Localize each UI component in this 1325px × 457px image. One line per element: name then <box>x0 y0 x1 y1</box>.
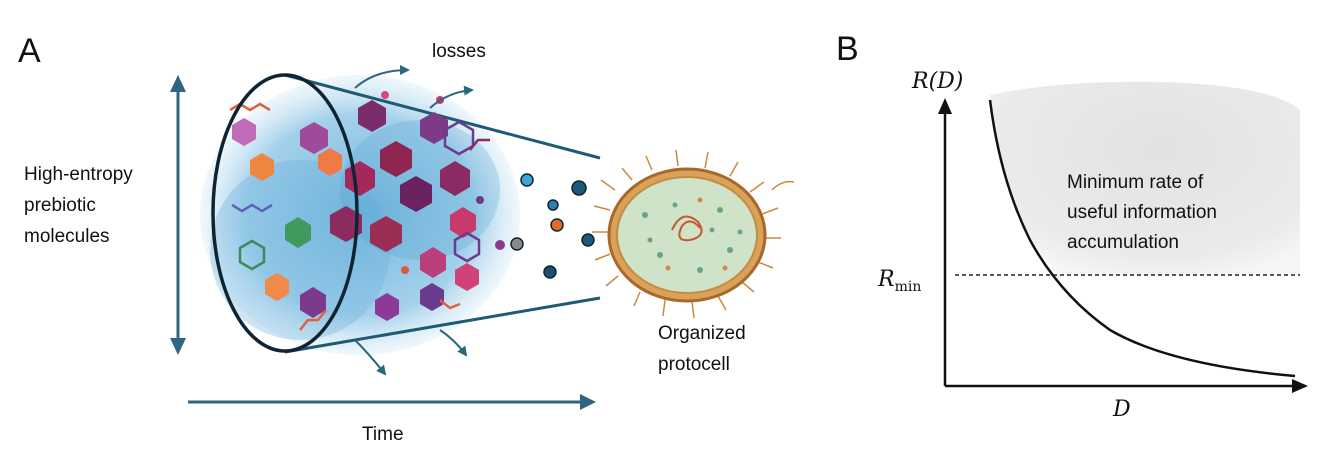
time-label: Time <box>362 424 404 445</box>
rate-distortion-curve <box>988 99 1296 378</box>
molecule-hexagon-icon <box>265 273 289 301</box>
molecule-hexagon-icon <box>420 247 446 278</box>
loss-arrow-icon <box>429 85 474 109</box>
molecule-hexagon-icon <box>420 112 448 144</box>
y-axis-label: R(D) <box>911 69 963 94</box>
loss-arrow-icon <box>354 65 410 89</box>
molecule-hexagon-icon <box>380 141 412 177</box>
rmin-subscript: min <box>895 279 922 295</box>
right-label-line-2: protocell <box>658 354 730 375</box>
entropy-ellipse <box>211 73 359 353</box>
time-axis-arrow <box>188 394 596 410</box>
molecule-hexagon-icon <box>420 283 444 311</box>
funnel-cone <box>284 73 601 354</box>
left-label: High-entropy prebiotic molecules <box>24 164 138 247</box>
molecule-hexagon-icon <box>285 217 311 248</box>
molecule-hexagon-icon <box>318 148 342 176</box>
molecule-hexagon-icon <box>330 206 362 242</box>
protocell-icon <box>592 149 795 319</box>
molecule-hexagon-icon <box>450 207 476 238</box>
rmin-base: R <box>877 267 895 292</box>
molecule-hexagon-icon <box>238 239 266 271</box>
left-label-line-1: High-entropy <box>24 164 133 185</box>
molecule-hexagon-icon <box>440 161 470 196</box>
molecule-hexagon-icon <box>300 287 326 318</box>
loss-arrow-icon <box>354 339 387 376</box>
entropy-axis-arrow <box>170 75 186 355</box>
molecule-hexagon-icon <box>300 122 328 154</box>
molecule-hexagon-icon <box>250 153 274 181</box>
organized-molecules <box>510 173 595 279</box>
right-label: Organized protocell <box>658 323 751 375</box>
loss-arrow-icon <box>439 329 468 357</box>
region-label-line-1: Minimum rate of <box>1067 172 1204 193</box>
molecule-hexagon-icon <box>358 100 386 132</box>
x-axis-label: D <box>1112 397 1131 422</box>
region-label-line-2: useful information <box>1067 202 1217 223</box>
panel-b-label: B <box>836 30 859 68</box>
left-label-line-2: prebiotic <box>24 195 96 216</box>
right-label-line-1: Organized <box>658 323 746 344</box>
feasible-rate-region <box>990 81 1300 275</box>
losses-label: losses <box>432 41 486 62</box>
region-label-line-3: accumulation <box>1067 232 1179 253</box>
molecule-hexagon-icon <box>400 176 432 212</box>
molecule-hexagon-icon <box>455 263 479 291</box>
rmin-label: Rmin <box>877 267 921 295</box>
molecule-cluster <box>229 91 505 331</box>
molecule-hexagon-icon <box>370 216 402 252</box>
left-label-line-3: molecules <box>24 226 110 247</box>
region-label: Minimum rate of useful information accum… <box>1067 172 1222 253</box>
molecule-hexagon-icon <box>232 118 256 146</box>
molecule-hexagon-icon <box>375 293 399 321</box>
molecule-hexagon-icon <box>453 231 481 263</box>
rate-distortion-axes <box>938 98 1308 393</box>
panel-a-label: A <box>18 32 41 70</box>
loss-arrows <box>354 65 474 376</box>
